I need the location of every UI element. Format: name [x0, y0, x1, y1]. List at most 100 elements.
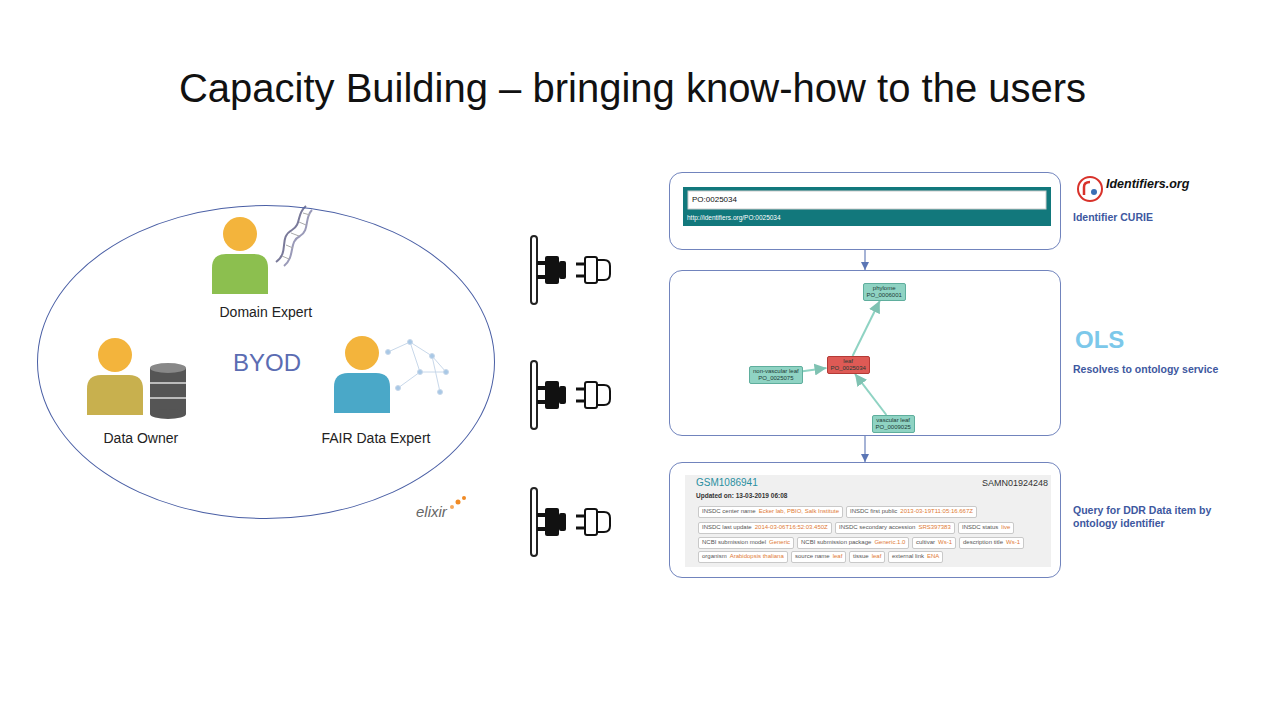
- attribute-key: NCBI submission package: [801, 539, 871, 547]
- logo-text: OLS: [1075, 326, 1124, 355]
- attribute-tag: INSDC center nameEcker lab, PBIO, Salk I…: [698, 506, 843, 518]
- plug-icons: [531, 236, 610, 556]
- ontology-box: phylomePO_0006001non-vascular leafPO_002…: [669, 270, 1061, 436]
- node-text: BYOD: [233, 349, 301, 377]
- identifier-box: PO:0025034 http://identifiers.org/PO:0025…: [669, 172, 1061, 250]
- identifiers-screenshot: [683, 187, 1051, 226]
- network-icon: [388, 342, 410, 352]
- attribute-value: Generic: [769, 539, 790, 547]
- dna-icon: [286, 245, 293, 248]
- data-owner-person: [87, 375, 143, 415]
- network-icon: [432, 356, 440, 392]
- attribute-tag: external linkENA: [888, 551, 943, 563]
- term-id: PO_0025075: [753, 375, 799, 382]
- network-icon: [418, 370, 423, 375]
- identifiers-logo: [1078, 177, 1102, 201]
- database-icon: [150, 368, 186, 414]
- plug-icons: [531, 236, 610, 304]
- fair-expert-person: [345, 336, 379, 370]
- network-icon: [396, 386, 401, 391]
- ontology-term: phylomePO_0006001: [863, 283, 906, 301]
- dna-icon: [291, 233, 299, 236]
- attribute-tag: INSDC first public2013-03-19T11:05:16.66…: [846, 506, 977, 518]
- attribute-key: tissue: [853, 553, 869, 561]
- attribute-value: 2013-03-19T11:05:16.667Z: [900, 508, 973, 516]
- ontology-relation: [855, 374, 886, 415]
- node-text: Updated on: 13-03-2019 06:08: [696, 492, 787, 499]
- identifiers-logo: [1078, 177, 1102, 201]
- attribute-key: INSDC status: [962, 524, 998, 532]
- attribute-tag: source nameleaf: [791, 551, 846, 563]
- attribute-tag: tissueleaf: [849, 551, 885, 563]
- identifiers-logo: [1091, 189, 1097, 195]
- elixir-logo-dots: [450, 505, 454, 509]
- ontology-term: non-vascular leafPO_0025075: [749, 366, 803, 384]
- node-text: SAMN01924248: [982, 478, 1048, 488]
- side-label: Identifier CURIE: [1073, 211, 1153, 224]
- attribute-value: Ecker lab, PBIO, Salk Institute: [759, 508, 839, 516]
- network-icon: [444, 370, 449, 375]
- term-label: leaf: [831, 358, 866, 365]
- attribute-tag: INSDC secondary accessionSRS397383: [835, 522, 955, 534]
- fair-expert-person: [334, 336, 390, 413]
- attribute-tag: INSDC statuslive: [958, 522, 1014, 534]
- network-icon: [438, 390, 443, 395]
- network-icon: [408, 340, 413, 345]
- dna-icon: [299, 222, 306, 225]
- network-icon: [398, 372, 420, 388]
- node-text: PO:0025034: [692, 195, 737, 204]
- dna-icon: [303, 213, 310, 215]
- attribute-tag: description titleWs-1: [959, 537, 1024, 549]
- flow-arrow: [864, 250, 865, 270]
- attribute-tag: INSDC last update2014-03-06T16:52:03.450…: [698, 522, 832, 534]
- node-text: GSM1086941: [696, 477, 758, 489]
- side-label: Query for DDR Data item by ontology iden…: [1073, 504, 1223, 529]
- identifiers-logo: [1084, 182, 1090, 195]
- database-icon: [150, 363, 186, 419]
- network-icon: [386, 340, 449, 395]
- attribute-value: live: [1001, 524, 1010, 532]
- sample-card: [685, 475, 1051, 567]
- slide-title: Capacity Building – bringing know-how to…: [0, 66, 1265, 111]
- attribute-key: INSDC secondary accession: [839, 524, 915, 532]
- attribute-value: 2014-03-06T16:52:03.450Z: [755, 524, 828, 532]
- plug-icons: [531, 488, 610, 556]
- logo-text: elixir: [416, 503, 447, 521]
- elixir-logo-dots: [462, 496, 466, 500]
- attribute-key: NCBI submission model: [702, 539, 766, 547]
- attribute-key: INSDC first public: [850, 508, 897, 516]
- data-owner-person: [98, 338, 132, 372]
- person-label: FAIR Data Expert: [322, 430, 431, 446]
- database-icon: [150, 382, 186, 384]
- database-icon: [150, 409, 186, 419]
- node-text: http://identifiers.org/PO:0025034: [687, 214, 781, 221]
- node-text: Data Owner: [104, 430, 179, 446]
- term-label: non-vascular leaf: [753, 368, 799, 375]
- attribute-value: SRS397383: [918, 524, 950, 532]
- attribute-key: organism: [702, 553, 727, 561]
- database-icon: [150, 397, 186, 399]
- logo-text: Identifiers.org: [1106, 177, 1189, 192]
- attribute-tag: cultivarWs-1: [912, 537, 956, 549]
- term-id: PO_0025034: [831, 365, 866, 372]
- data-item-box: INSDC center nameEcker lab, PBIO, Salk I…: [669, 462, 1061, 578]
- attribute-value: leaf: [872, 553, 882, 561]
- domain-expert-person: [212, 254, 268, 294]
- dna-icon: [284, 210, 312, 266]
- ontology-term: vascular leafPO_0009025: [872, 415, 915, 433]
- attribute-value: ENA: [927, 553, 939, 561]
- network-icon: [386, 350, 391, 355]
- node-text: FAIR Data Expert: [322, 430, 431, 446]
- fair-expert-person: [334, 373, 390, 413]
- term-id: PO_0009025: [876, 424, 911, 431]
- attribute-tag: NCBI submission packageGeneric.1.0: [797, 537, 909, 549]
- attribute-value: Ws-1: [1006, 539, 1020, 547]
- byod-ellipse: Domain ExpertData OwnerFAIR Data ExpertB…: [37, 205, 495, 519]
- term-label: vascular leaf: [876, 417, 911, 424]
- ontology-term: leafPO_0025034: [827, 356, 870, 374]
- term-label: phylome: [867, 285, 902, 292]
- attribute-tag: NCBI submission modelGeneric: [698, 537, 794, 549]
- domain-expert-person: [212, 217, 268, 294]
